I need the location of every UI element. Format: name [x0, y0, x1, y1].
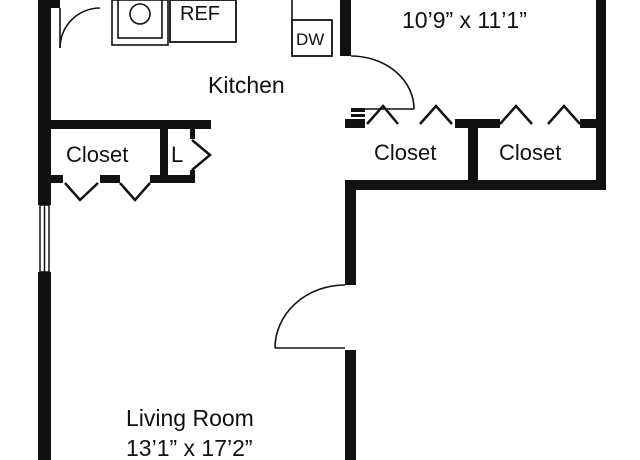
wall-center-lower	[345, 350, 356, 460]
closet-bedroom-right-label: Closet	[499, 140, 561, 165]
wall-bedroom-jamb-2	[351, 114, 365, 117]
wall-linen-right-lower	[190, 170, 195, 183]
bifold-bedroom-4	[547, 104, 581, 125]
kitchen-fixtures	[111, 0, 333, 57]
refrigerator	[169, 0, 237, 43]
living-room-label: Living Room	[126, 405, 254, 431]
bedroom-dimensions: 10’9” x 11’1”	[402, 7, 527, 33]
window-left	[39, 204, 50, 273]
wall-bedroom-jamb	[351, 108, 365, 112]
wall-bedroom-closet-top-right	[580, 119, 606, 128]
wall-linen-right	[190, 129, 195, 139]
bifold-bedroom-1	[366, 104, 399, 125]
wall-left-closet-bottom-right	[150, 175, 190, 183]
linen-label: L	[171, 142, 183, 167]
wall-bedroom-closet-top-left	[345, 119, 365, 128]
dishwasher	[291, 19, 333, 57]
bifold-bedroom-3	[499, 104, 533, 125]
sink-icon	[111, 0, 169, 46]
bifold-bedroom-2	[419, 104, 453, 125]
bifold-linen	[191, 139, 212, 171]
wall-left-upper	[38, 0, 51, 205]
walls	[38, 0, 606, 460]
kitchen-label: Kitchen	[208, 72, 285, 98]
wall-bedroom-right	[596, 0, 606, 190]
refrigerator-label: REF	[180, 3, 220, 25]
wall-center-upper	[345, 180, 356, 285]
wall-bedroom-closet-divider	[468, 120, 478, 190]
closet-bedroom-left-label: Closet	[374, 140, 436, 165]
bifold-left-closet-1	[64, 182, 99, 202]
wall-left-closet-divider	[160, 120, 168, 182]
door-kitchen-top	[59, 7, 101, 49]
dishwasher-label: DW	[296, 30, 324, 49]
door-bedroom	[350, 55, 415, 110]
wall-left-closet-bottom-mid	[100, 175, 120, 183]
wall-kitchen-bedroom	[340, 0, 351, 56]
door-living-room	[274, 284, 346, 349]
living-room-dimensions: 13’1” x 17’2”	[126, 435, 253, 460]
wall-left-lower	[38, 272, 51, 460]
closet-left-label: Closet	[66, 142, 128, 167]
wall-left-closet-top	[51, 120, 211, 129]
wall-left-closet-bottom	[51, 175, 63, 183]
wall-kitchen-top-stub	[38, 0, 60, 8]
bifold-left-closet-2	[119, 182, 151, 202]
bifold-doors	[64, 104, 581, 202]
door-swings	[59, 7, 415, 349]
